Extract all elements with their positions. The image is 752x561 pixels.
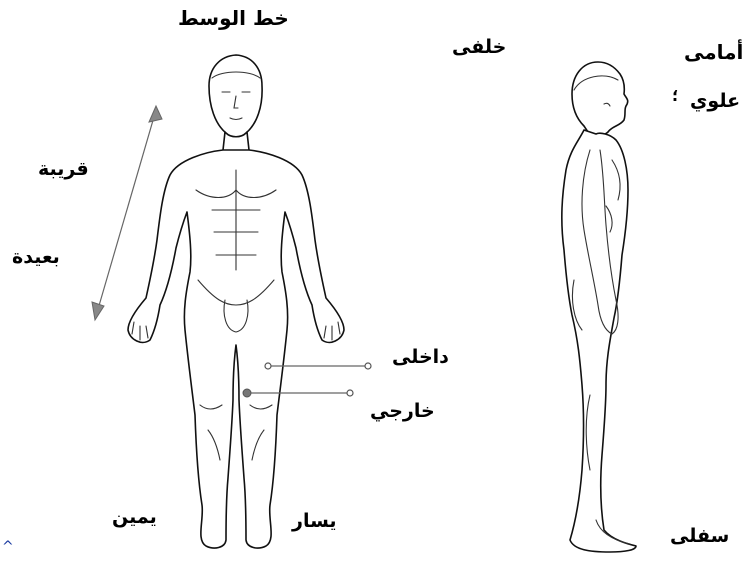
- lateral-label: خارجي: [370, 402, 435, 421]
- posterior-label: خلفى: [452, 38, 506, 57]
- front-view-figure: [128, 55, 344, 548]
- medial-label: داخلى: [392, 348, 449, 367]
- colon-mark: ؛: [672, 88, 678, 104]
- distal-label: بعيدة: [12, 248, 60, 267]
- midline-label: خط الوسط: [178, 8, 289, 28]
- anterior-label: أمامى: [684, 42, 743, 62]
- inferior-label: سفلى: [670, 527, 729, 546]
- superior-label: علوي: [690, 92, 740, 111]
- corner-mark: ^: [2, 540, 14, 554]
- side-view-figure: [562, 62, 636, 552]
- proximal-label: قريبة: [38, 160, 89, 179]
- right-label: يمين: [112, 508, 157, 527]
- left-label: يسار: [292, 512, 337, 531]
